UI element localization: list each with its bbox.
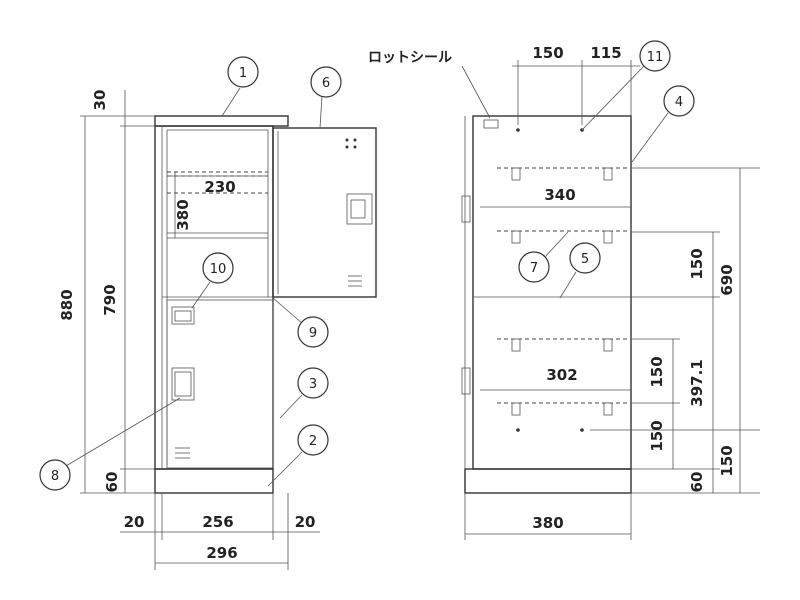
svg-text:1: 1 (239, 66, 247, 81)
svg-text:8: 8 (51, 469, 59, 484)
svg-text:5: 5 (581, 252, 589, 267)
callout-6: 6 (310, 66, 342, 129)
dim-150-a: 150 (688, 248, 706, 279)
dim-60-left: 60 (103, 472, 121, 493)
dim-296: 296 (206, 544, 237, 562)
dim-790: 790 (101, 284, 119, 315)
callout-2: 2 (267, 424, 329, 487)
side-view (461, 60, 760, 540)
dim-302: 302 (546, 366, 577, 384)
dim-60-right: 60 (688, 472, 706, 493)
dim-397-1: 397.1 (688, 359, 706, 406)
dim-30: 30 (91, 90, 109, 111)
hinge-lower (461, 367, 471, 395)
side-panel (472, 115, 632, 470)
open-door (272, 127, 377, 298)
svg-text:4: 4 (675, 95, 683, 110)
dim-150-d: 150 (718, 445, 736, 476)
shelf-rails (497, 167, 628, 416)
door-handle (171, 367, 195, 401)
callout-1: 1 (221, 56, 259, 117)
callout-4: 4 (631, 85, 695, 163)
dim-115: 115 (590, 44, 621, 62)
vent-slots (175, 447, 190, 459)
door-lock (346, 193, 373, 225)
dim-20-left: 20 (124, 513, 145, 531)
lower-door (166, 299, 274, 469)
door-vent-slots (348, 275, 362, 287)
lot-seal-sticker (483, 119, 499, 129)
svg-text:7: 7 (530, 261, 538, 276)
svg-text:3: 3 (309, 377, 317, 392)
top-plate (154, 115, 289, 127)
dim-150-b: 150 (648, 356, 666, 387)
dim-230: 230 (204, 178, 235, 196)
dim-150-top: 150 (532, 44, 563, 62)
callout-9: 9 (272, 297, 329, 348)
front-view (80, 90, 377, 570)
dim-256: 256 (202, 513, 233, 531)
callout-5: 5 (559, 242, 601, 299)
side-base (464, 468, 632, 494)
svg-text:6: 6 (322, 76, 330, 91)
callout-3: 3 (279, 367, 329, 419)
dim-690: 690 (718, 264, 736, 295)
dim-380-horizontal: 380 (532, 514, 563, 532)
svg-text:11: 11 (647, 50, 664, 65)
dim-880: 880 (58, 289, 76, 320)
callout-11: 11 (581, 40, 671, 131)
callout-7: 7 (518, 231, 569, 283)
lot-seal-label: ロットシール (368, 50, 452, 66)
label-holder (171, 306, 195, 325)
dim-150-c: 150 (648, 420, 666, 451)
hinge-upper (461, 195, 471, 223)
dim-20-right: 20 (295, 513, 316, 531)
svg-text:10: 10 (210, 262, 227, 277)
dim-380-vertical: 380 (174, 199, 192, 230)
callout-10: 10 (191, 252, 234, 309)
callout-8: 8 (39, 397, 181, 491)
svg-text:9: 9 (309, 326, 317, 341)
svg-text:2: 2 (309, 434, 317, 449)
dim-340: 340 (544, 186, 575, 204)
base-plinth (154, 468, 274, 494)
